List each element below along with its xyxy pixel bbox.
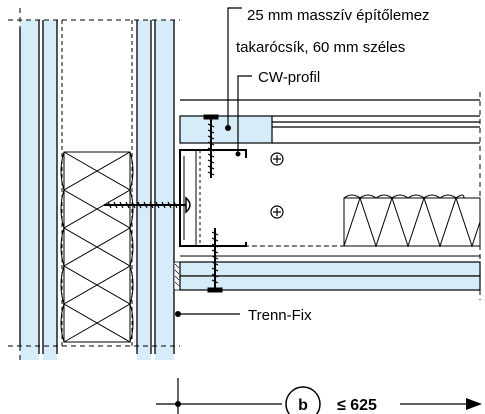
- dimension-marker-circle: [285, 386, 321, 414]
- board-leader-line: [227, 7, 242, 128]
- horizontal-screw: [104, 196, 191, 214]
- lower-board-2: [179, 275, 481, 291]
- dimension-arrow-icon: [466, 398, 482, 410]
- left-wall-section: [8, 8, 180, 362]
- left-wall-inner-board-2: [155, 20, 174, 360]
- lower-board-1: [179, 261, 481, 277]
- dimension-value: ≤ 625: [337, 397, 377, 414]
- board-label-line2: takarócsík, 60 mm széles: [236, 39, 405, 56]
- angle-bracket: [230, 149, 247, 158]
- right-partition-section: [179, 92, 481, 300]
- dimension-line: [156, 378, 482, 414]
- right-insulation: [343, 194, 481, 248]
- vertical-screw-top: [203, 114, 219, 178]
- vertical-screw-bottom: [207, 228, 223, 293]
- left-wall-inner-board: [137, 20, 151, 360]
- fixing-screw-head-2: [270, 205, 284, 219]
- left-wall-outer-board-2: [43, 20, 57, 360]
- cw-profile-label: CW-profil: [258, 69, 320, 86]
- cw-profile-leader-line: [237, 75, 252, 154]
- trenn-fix-label: Trenn-Fix: [248, 307, 312, 324]
- left-wall-outer-board: [20, 20, 39, 360]
- dimension-marker-letter: b: [298, 397, 308, 414]
- board-label-line1: 25 mm masszív építőlemez: [247, 7, 430, 24]
- left-wall-insulation: [60, 151, 134, 343]
- fixing-screw-head-1: [270, 152, 284, 166]
- cw-profile: [179, 149, 247, 247]
